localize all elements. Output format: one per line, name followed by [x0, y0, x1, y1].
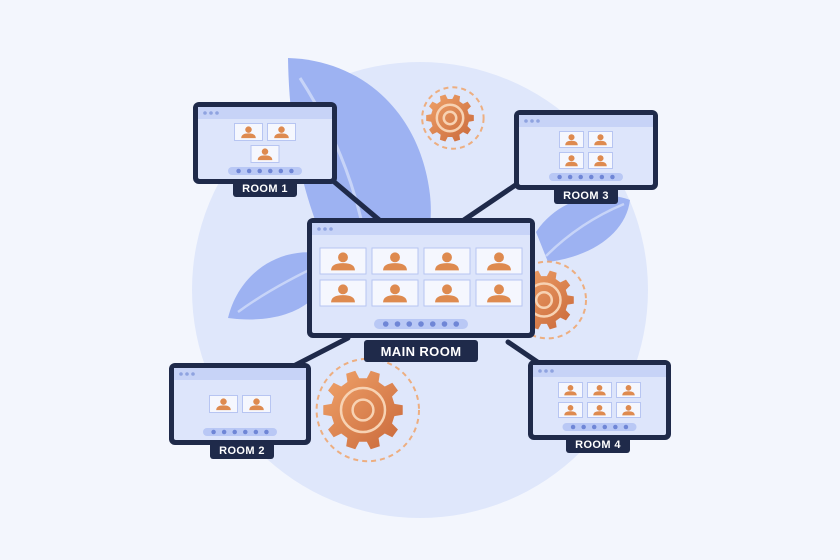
person-icon	[245, 126, 252, 133]
room-2-label: ROOM 2	[210, 441, 274, 459]
person-icon	[261, 148, 269, 155]
participant-tile	[587, 382, 612, 398]
participant-tile	[371, 279, 419, 307]
person-icon	[253, 398, 260, 405]
person-icon	[597, 155, 604, 162]
participant-tile	[319, 279, 367, 307]
control-bar	[228, 167, 302, 175]
gear-icon	[315, 357, 420, 463]
person-icon	[568, 134, 575, 141]
person-icon	[625, 405, 632, 411]
room-1-window	[193, 102, 337, 184]
participant-tile	[588, 131, 613, 148]
room-3-label-text: ROOM 3	[563, 190, 609, 202]
participant-tile	[616, 382, 641, 398]
connector-room-1	[329, 177, 387, 227]
control-bar	[562, 423, 637, 431]
person-icon	[596, 405, 603, 411]
room-4-label: ROOM 4	[566, 435, 630, 453]
participant-tile	[558, 402, 583, 418]
control-bar	[203, 428, 277, 436]
participant-tile	[242, 395, 271, 413]
participant-tile	[250, 145, 280, 163]
person-icon	[494, 284, 504, 295]
participant-tile	[559, 131, 584, 148]
room-3-window	[514, 110, 658, 190]
person-icon	[390, 284, 400, 295]
participant-tile	[319, 247, 367, 275]
participant-tile	[558, 382, 583, 398]
person-icon	[597, 134, 604, 141]
participant-tile	[588, 152, 613, 169]
person-icon	[220, 398, 227, 405]
room-1-label-text: ROOM 1	[242, 183, 288, 195]
participant-tile	[423, 279, 471, 307]
room-4-window	[528, 360, 671, 440]
person-icon	[442, 252, 452, 263]
participant-tile	[559, 152, 584, 169]
person-icon	[278, 126, 285, 133]
person-icon	[625, 385, 632, 391]
person-icon	[338, 252, 348, 263]
main-room-label-text: MAIN ROOM	[381, 344, 462, 359]
participant-tile	[475, 247, 523, 275]
participant-tile	[475, 279, 523, 307]
room-2-label-text: ROOM 2	[219, 445, 265, 457]
room-2-window	[169, 363, 311, 445]
person-icon	[338, 284, 348, 295]
participant-tile	[267, 123, 296, 141]
room-3-label: ROOM 3	[554, 186, 618, 204]
person-icon	[567, 385, 574, 391]
participant-tile	[209, 395, 238, 413]
person-icon	[494, 252, 504, 263]
connector-room-3	[455, 179, 523, 227]
main-room-window	[307, 218, 535, 338]
participant-tile	[423, 247, 471, 275]
room-4-label-text: ROOM 4	[575, 439, 621, 451]
control-bar	[549, 173, 623, 181]
control-bar	[374, 319, 468, 329]
participant-tile	[371, 247, 419, 275]
participant-tile	[234, 123, 263, 141]
person-icon	[442, 284, 452, 295]
participant-tile	[616, 402, 641, 418]
main-room-label: MAIN ROOM	[364, 340, 478, 362]
person-icon	[390, 252, 400, 263]
room-1-label: ROOM 1	[233, 179, 297, 197]
person-icon	[596, 385, 603, 391]
person-icon	[568, 155, 575, 162]
participant-tile	[587, 402, 612, 418]
gear-icon	[421, 86, 485, 150]
person-icon	[567, 405, 574, 411]
